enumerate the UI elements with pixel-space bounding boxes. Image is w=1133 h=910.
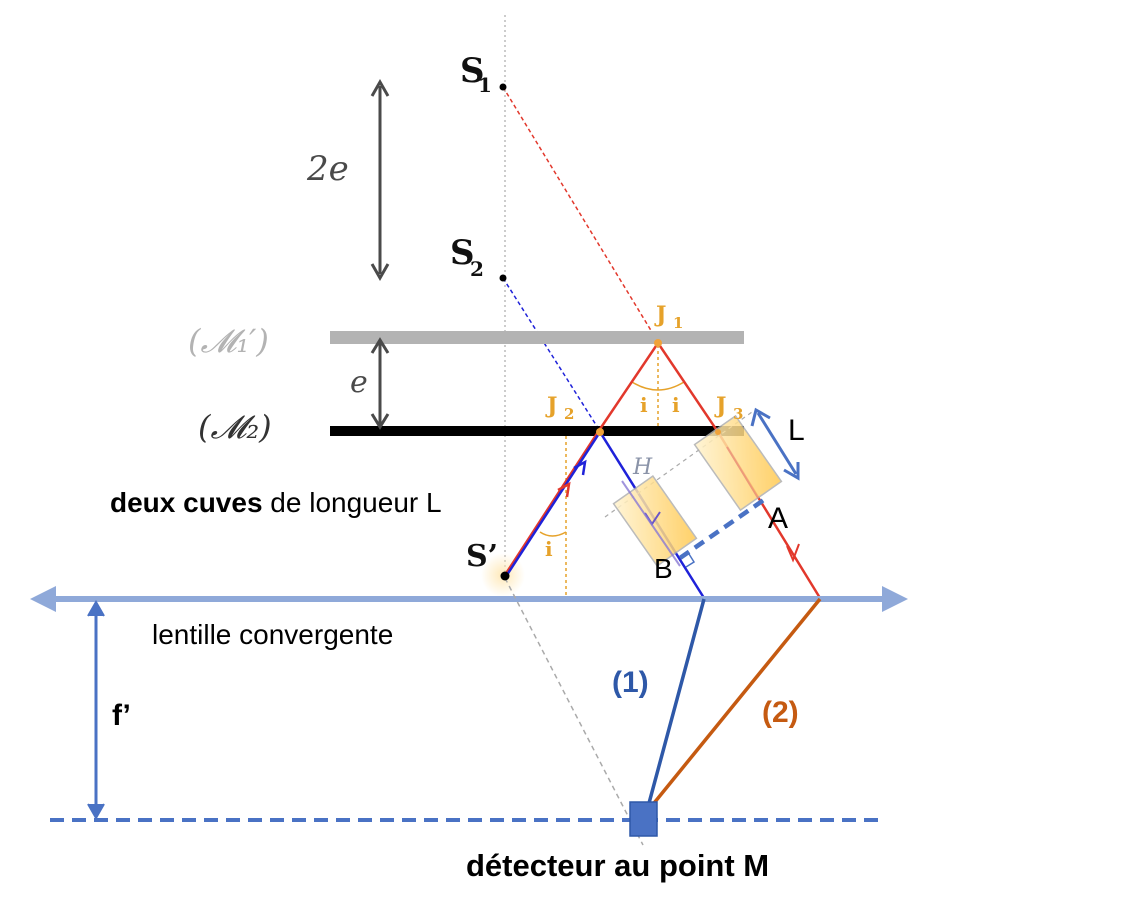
mirror-m1-prime xyxy=(330,331,744,344)
point-j1 xyxy=(654,339,662,347)
ray-1-line xyxy=(643,598,706,819)
label-cuves: deux cuves de longueur L xyxy=(110,487,442,518)
label-m1-prime: (𝓜₁′) xyxy=(188,322,269,360)
helper-line-h xyxy=(604,411,753,518)
angle-arc-j1 xyxy=(631,381,685,391)
label-i-right: i xyxy=(672,393,680,417)
label-ray-2: (2) xyxy=(762,696,799,729)
virtual-ray-s2 xyxy=(502,277,599,429)
label-cuves-bold: deux cuves xyxy=(110,487,263,518)
point-s-prime xyxy=(500,571,510,581)
label-j1: J xyxy=(654,302,666,328)
label-a: A xyxy=(768,502,788,535)
virtual-ray-s1 xyxy=(502,86,659,343)
label-detecteur: détecteur au point M xyxy=(466,848,769,883)
label-two-e: 2e xyxy=(306,149,349,189)
label-s1: S xyxy=(460,51,485,91)
center-ray-dashed xyxy=(504,577,644,846)
label-i-left: i xyxy=(640,393,648,417)
label-j3-sub: 3 xyxy=(733,405,743,423)
label-ray-1: (1) xyxy=(612,666,649,699)
label-s-prime: S’ xyxy=(466,539,498,574)
angle-arc-s-prime xyxy=(539,531,567,537)
point-j3 xyxy=(715,429,721,435)
ray-2-line xyxy=(648,597,822,810)
label-l: L xyxy=(788,414,805,447)
label-f-prime: f’ xyxy=(112,699,131,732)
label-j3: J xyxy=(714,393,726,419)
point-s2 xyxy=(499,274,507,282)
label-j2: J xyxy=(545,393,557,419)
ray-red-reflected xyxy=(596,340,822,599)
label-s2: S xyxy=(450,233,475,273)
label-i-bottom: i xyxy=(545,537,553,561)
label-lentille: lentille convergente xyxy=(152,619,393,650)
label-m2: (𝓜₂) xyxy=(198,408,272,446)
wavefront-ab xyxy=(678,495,770,560)
label-j2-sub: 2 xyxy=(564,405,574,423)
cuve-2 xyxy=(693,414,783,512)
l-dimension-arrow xyxy=(756,412,798,475)
point-j2 xyxy=(596,428,604,436)
label-j1-sub: 1 xyxy=(673,314,683,332)
label-s2-sub: 2 xyxy=(470,257,484,281)
ray-red-path xyxy=(503,431,600,576)
label-cuves-rest: de longueur L xyxy=(263,487,442,518)
mirror-m2 xyxy=(330,426,744,436)
right-angle-b xyxy=(685,553,696,568)
label-b: B xyxy=(654,553,673,584)
label-h: H xyxy=(632,455,653,480)
label-e: e xyxy=(350,365,368,400)
point-s1 xyxy=(499,83,507,91)
detector-square xyxy=(629,801,658,837)
label-s1-sub: 1 xyxy=(478,73,492,97)
